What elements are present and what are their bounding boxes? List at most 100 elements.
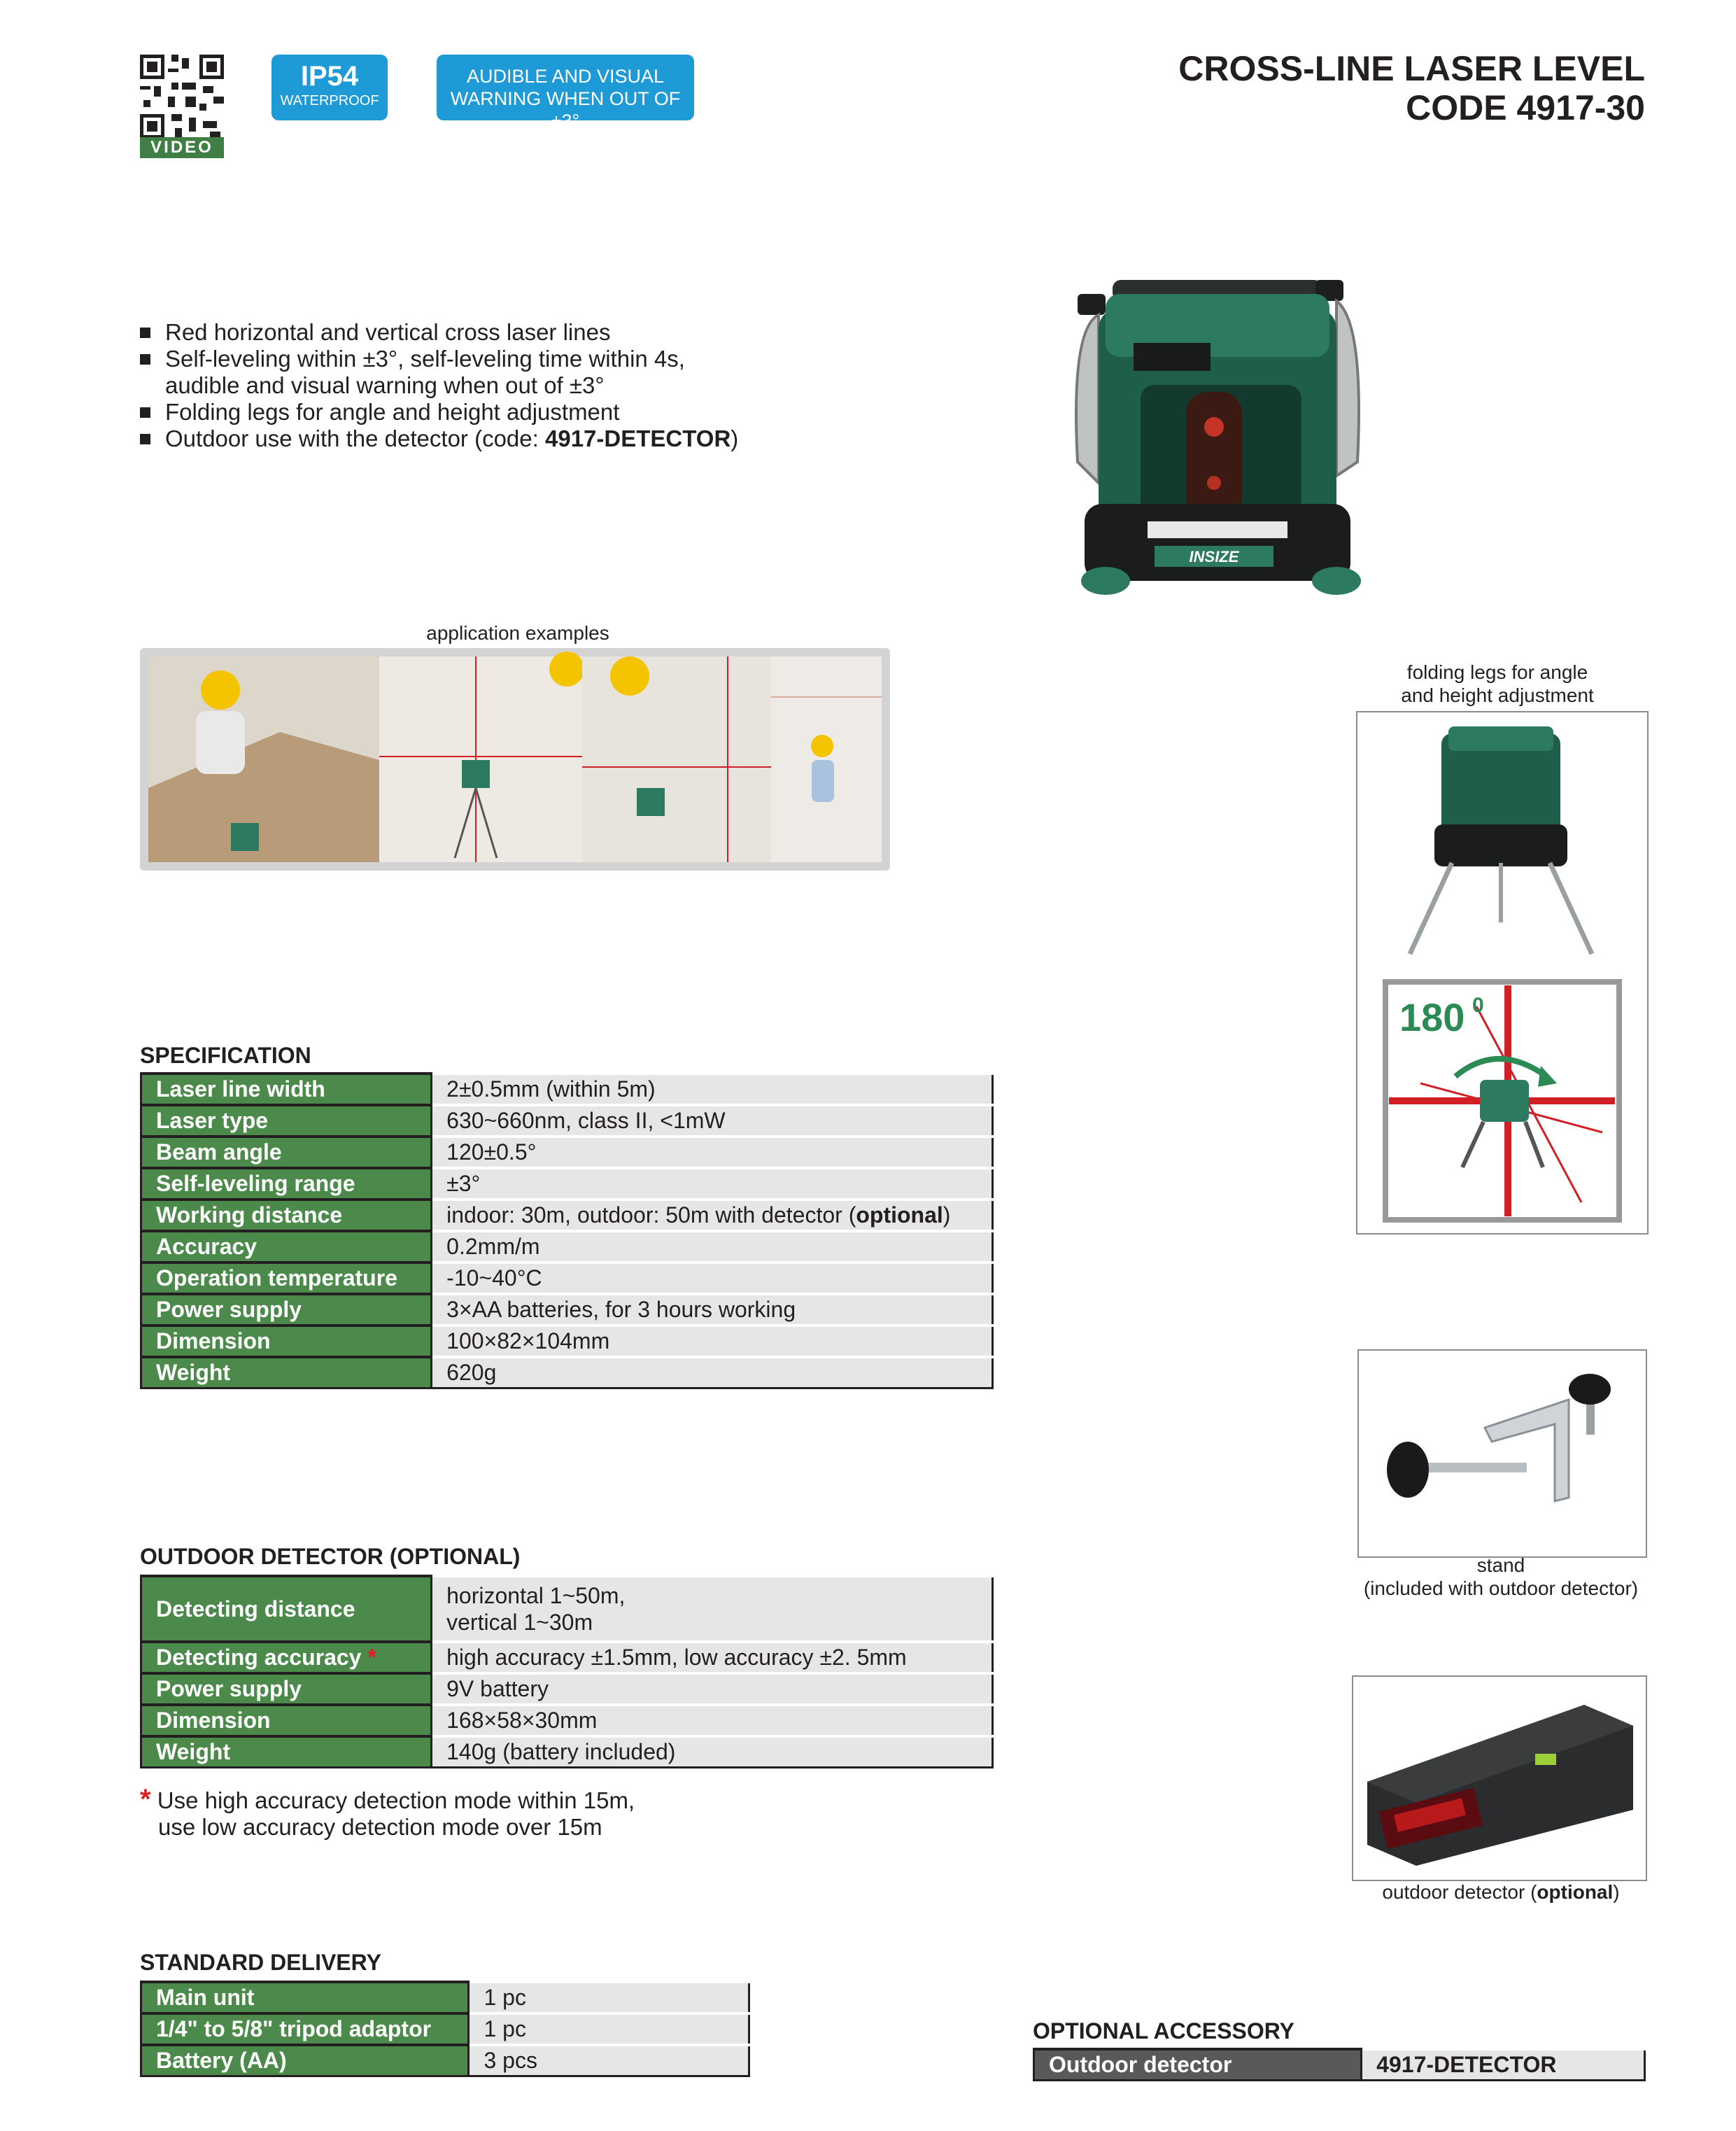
detector-value: high accuracy ±1.5mm, low accuracy ±2. 5… (430, 1640, 994, 1675)
spec-value-post: ) (943, 1202, 951, 1228)
spec-key: Dimension (139, 1324, 433, 1358)
detector-value-line-2: vertical 1~30m (446, 1610, 593, 1635)
feature-item: Self-leveling within ±3°, self-leveling … (139, 346, 738, 372)
feature-item: Red horizontal and vertical cross laser … (139, 319, 738, 346)
spec-value: ±3° (430, 1167, 994, 1201)
stand-image-frame (1357, 1349, 1647, 1558)
detector-caption-bold: optional (1537, 1881, 1614, 1903)
ip54-badge: IP54 WATERPROOF (271, 55, 388, 120)
spec-key: Accuracy (139, 1230, 433, 1264)
legs-caption-line-2: and height adjustment (1401, 684, 1594, 706)
warning-line-2: WARNING WHEN OUT OF ±3° (450, 88, 681, 132)
footnote-line-1: Use high accuracy detection mode within … (157, 1787, 635, 1813)
detector-caption: outdoor detector (optional) (1350, 1880, 1651, 1904)
spec-value: indoor: 30m, outdoor: 50m with detector … (430, 1198, 994, 1232)
feature-list: Red horizontal and vertical cross laser … (137, 319, 738, 452)
table-row: Operation temperature-10~40°C (139, 1261, 994, 1295)
warning-badge: AUDIBLE AND VISUAL WARNING WHEN OUT OF ±… (437, 55, 694, 132)
title-line-2: CODE 4917-30 (1406, 88, 1645, 127)
legs-illustration: 180 0 (1383, 726, 1622, 1223)
detector-value: horizontal 1~50m,vertical 1~30m (430, 1575, 994, 1643)
feature-item: Folding legs for angle and height adjust… (139, 399, 738, 426)
spec-key: Operation temperature (139, 1261, 433, 1295)
delivery-item: Main unit (139, 1981, 470, 2015)
feature-text: Folding legs for angle and height adjust… (165, 399, 620, 425)
brand-logo: INSIZE (1190, 548, 1240, 565)
feature-text: Outdoor use with the detector (code: (165, 426, 545, 451)
delivery-qty: 1 pc (467, 1981, 750, 2015)
detector-key-text: Detecting accuracy (156, 1645, 362, 1670)
spec-key: Working distance (139, 1198, 433, 1232)
stand-caption-line-2: (included with outdoor detector) (1363, 1577, 1639, 1599)
spec-value-bold: optional (856, 1202, 943, 1228)
detector-key: Dimension (139, 1703, 433, 1738)
detector-value: 140g (battery included) (430, 1735, 994, 1768)
table-row: Battery (AA)3 pcs (139, 2044, 750, 2077)
spec-value: 2±0.5mm (within 5m) (430, 1072, 994, 1106)
legs-caption-line-1: folding legs for angle (1406, 661, 1588, 683)
accessory-heading: OPTIONAL ACCESSORY (1033, 2018, 1294, 2044)
spec-value: 620g (430, 1356, 994, 1389)
spec-key: Laser type (139, 1104, 433, 1138)
detector-key: Weight (139, 1735, 433, 1768)
qr-code-icon (140, 55, 224, 139)
angle-unit: 0 (1472, 994, 1484, 1017)
detector-value: 9V battery (430, 1672, 994, 1706)
stand-caption-line-1: stand (1476, 1554, 1525, 1576)
application-photos (140, 648, 890, 871)
title-line-1: CROSS-LINE LASER LEVEL (1178, 49, 1645, 88)
delivery-heading: STANDARD DELIVERY (140, 1950, 381, 1975)
spec-value-pre: indoor: 30m, outdoor: 50m with detector … (446, 1202, 856, 1228)
feature-text: Self-leveling within ±3°, self-leveling … (165, 346, 685, 372)
angle-label: 180 (1399, 995, 1465, 1039)
spec-key: Laser line width (139, 1072, 433, 1106)
delivery-qty: 1 pc (467, 2012, 750, 2046)
spec-value: 3×AA batteries, for 3 hours working (430, 1293, 994, 1327)
accessory-code: 4917-DETECTOR (1360, 2048, 1646, 2081)
ip-rating: IP54 (300, 61, 359, 92)
footnote-star: * (367, 1645, 376, 1670)
stand-caption: stand (included with outdoor detector) (1350, 1554, 1651, 1600)
feature-continuation: audible and visual warning when out of ±… (165, 372, 605, 398)
detector-illustration (1367, 1705, 1633, 1866)
detector-code: 4917-DETECTOR (544, 426, 731, 451)
product-image: INSIZE (1050, 252, 1385, 630)
feature-text: Red horizontal and vertical cross laser … (165, 319, 611, 345)
ip-sub: WATERPROOF (280, 93, 379, 108)
feature-item: Outdoor use with the detector (code: 491… (139, 426, 738, 452)
detector-key: Detecting accuracy * (139, 1640, 433, 1675)
table-row: Working distance indoor: 30m, outdoor: 50… (139, 1198, 994, 1232)
footnote-line-2: use low accuracy detection mode over 15m (158, 1814, 602, 1840)
table-row: Self-leveling range±3° (139, 1167, 994, 1201)
detector-image-frame (1352, 1675, 1647, 1881)
detector-caption-post: ) (1613, 1881, 1620, 1903)
spec-key: Weight (139, 1356, 433, 1389)
detector-value: 168×58×30mm (430, 1703, 994, 1738)
detector-heading: OUTDOOR DETECTOR (OPTIONAL) (140, 1544, 521, 1569)
delivery-qty: 3 pcs (467, 2044, 750, 2077)
detector-key: Power supply (139, 1672, 433, 1706)
legs-caption: folding legs for angle and height adjust… (1350, 661, 1644, 707)
spec-value: 100×82×104mm (430, 1324, 994, 1358)
detector-key: Detecting distance (139, 1575, 433, 1643)
page-title: CROSS-LINE LASER LEVEL CODE 4917-30 (1178, 49, 1645, 127)
qr-code[interactable]: VIDEO (140, 55, 224, 158)
spec-key: Self-leveling range (139, 1167, 433, 1201)
table-row: Detecting accuracy *high accuracy ±1.5mm… (139, 1640, 994, 1675)
application-caption: application examples (426, 622, 609, 644)
legs-image-frame: 180 0 (1356, 711, 1649, 1235)
